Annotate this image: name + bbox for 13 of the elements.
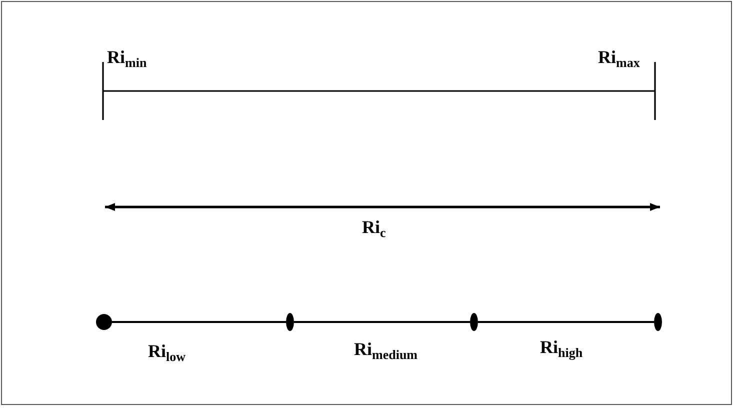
range-label: Ri$_{c}$: [362, 218, 386, 239]
edge-label: Ri$_{low}$: [148, 342, 186, 363]
point-marker: [96, 314, 112, 330]
range-label: Ri$_{min}$: [107, 48, 147, 69]
point-marker: [654, 313, 662, 331]
range-label: Ri$_{max}$: [598, 48, 640, 69]
line-segment: [294, 321, 470, 323]
point-marker: [286, 313, 294, 331]
line-segment: [478, 321, 654, 323]
edge-label: Ri$_{high}$: [540, 338, 583, 359]
point-marker: [470, 313, 478, 331]
line-segment: [112, 321, 286, 323]
edge-label: Ri$_{medium}$: [354, 340, 418, 361]
